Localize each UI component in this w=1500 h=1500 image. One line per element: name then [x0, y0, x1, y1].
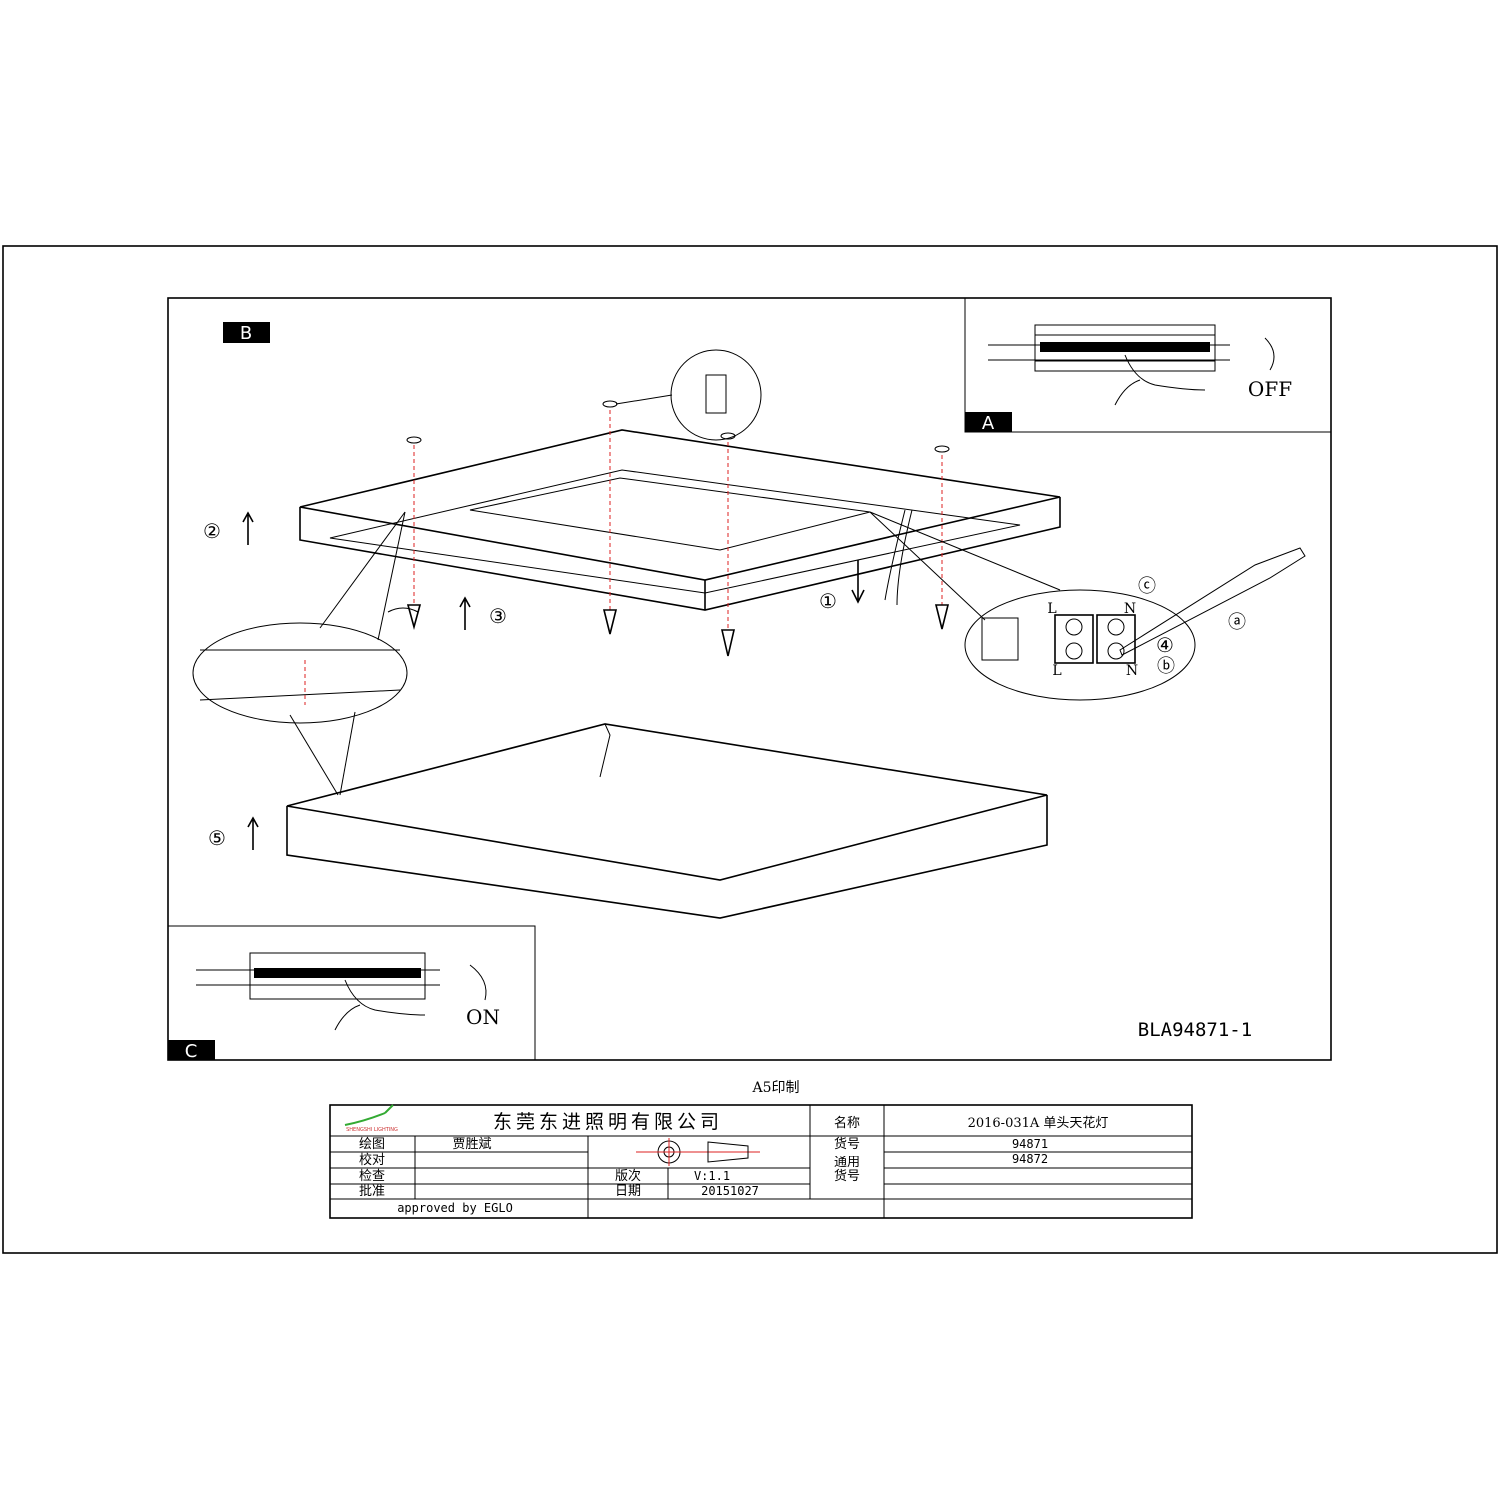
svg-text:approved by EGLO: approved by EGLO: [397, 1201, 513, 1215]
drawing-code: BLA94871-1: [1138, 1019, 1252, 1041]
svg-text:L: L: [1052, 663, 1061, 679]
svg-text:名称: 名称: [834, 1115, 860, 1131]
clip-detail-callout: [192, 511, 408, 796]
circuit-breaker-icon: [988, 324, 1230, 372]
svg-text:ⓐ: ⓐ: [1228, 612, 1246, 633]
terminal-block-callout: L N L N ⓒ ⓐ ④ ⓑ: [869, 511, 1306, 701]
hand-icon: [334, 979, 426, 1031]
screwdriver-icon: [1119, 547, 1306, 656]
product-name: 2016-031A 单头天花灯: [968, 1115, 1109, 1131]
step-5-label: ⑤: [208, 826, 226, 850]
svg-text:批准: 批准: [359, 1184, 385, 1199]
rotate-arrow-icon: [469, 964, 487, 1001]
outer-frame: [2, 245, 1498, 1254]
company-logo: SHENGSHI LIGHTING: [344, 1104, 398, 1133]
svg-text:B: B: [240, 323, 252, 344]
panel-a-switch-off: A OFF: [964, 298, 1331, 434]
svg-text:N: N: [1124, 601, 1136, 617]
panel-c-switch-on: C ON: [168, 925, 536, 1062]
circuit-breaker-icon: [196, 952, 440, 1000]
rotate-arrow-icon: [1264, 337, 1275, 371]
svg-text:绘图: 绘图: [359, 1137, 385, 1152]
svg-text:贾胜斌: 贾胜斌: [452, 1137, 491, 1152]
supply-cable: [884, 509, 913, 606]
svg-text:L: L: [1047, 601, 1056, 617]
svg-text:C: C: [185, 1041, 198, 1062]
arrow-down-icon: [851, 560, 865, 604]
general-item-number: 94872: [1012, 1152, 1048, 1166]
earth-terminal: [981, 617, 1019, 661]
step-1-label: ①: [819, 589, 837, 613]
print-note: A5印制: [751, 1080, 799, 1096]
svg-text:校对: 校对: [359, 1152, 385, 1168]
step-3-label: ③: [489, 604, 507, 628]
svg-text:货号: 货号: [834, 1136, 860, 1152]
svg-text:A: A: [982, 413, 995, 434]
rotate-arrow-icon: [387, 607, 419, 613]
step-2-label: ②: [203, 519, 221, 543]
arrow-up-icon: [247, 816, 259, 850]
mounting-base: [299, 429, 1061, 611]
svg-text:ⓑ: ⓑ: [1157, 656, 1175, 677]
switch-on-label: ON: [466, 1005, 500, 1029]
general-item-label: 通用货号: [833, 1156, 860, 1184]
hand-icon: [1114, 354, 1206, 406]
svg-text:V:1.1: V:1.1: [694, 1169, 730, 1183]
svg-text:SHENGSHI LIGHTING: SHENGSHI LIGHTING: [346, 1127, 398, 1133]
svg-text:20151027: 20151027: [701, 1184, 759, 1198]
switch-off-label: OFF: [1248, 377, 1292, 401]
title-block: SHENGSHI LIGHTING 东莞东进照明有限公司 名称 2016-031…: [329, 1104, 1193, 1219]
projection-symbol-icon: [636, 1138, 760, 1166]
svg-text:检查: 检查: [359, 1169, 385, 1184]
panel-b-label: B: [223, 322, 270, 344]
drawing-frame: [167, 297, 1332, 1061]
item-number: 94871: [1012, 1137, 1048, 1151]
arrow-up-icon: [242, 511, 254, 545]
screw-icons: [406, 604, 950, 657]
lamp-diffuser: [286, 723, 1048, 919]
svg-text:ⓒ: ⓒ: [1138, 576, 1156, 597]
svg-text:日期: 日期: [615, 1184, 641, 1199]
wall-plug-callout: [615, 349, 762, 441]
arrow-up-icon: [459, 596, 471, 630]
svg-text:N: N: [1126, 663, 1138, 679]
drill-guides: [406, 400, 950, 630]
company-name: 东莞东进照明有限公司: [493, 1111, 723, 1133]
svg-text:版次: 版次: [615, 1168, 641, 1184]
svg-text:④: ④: [1156, 633, 1174, 657]
